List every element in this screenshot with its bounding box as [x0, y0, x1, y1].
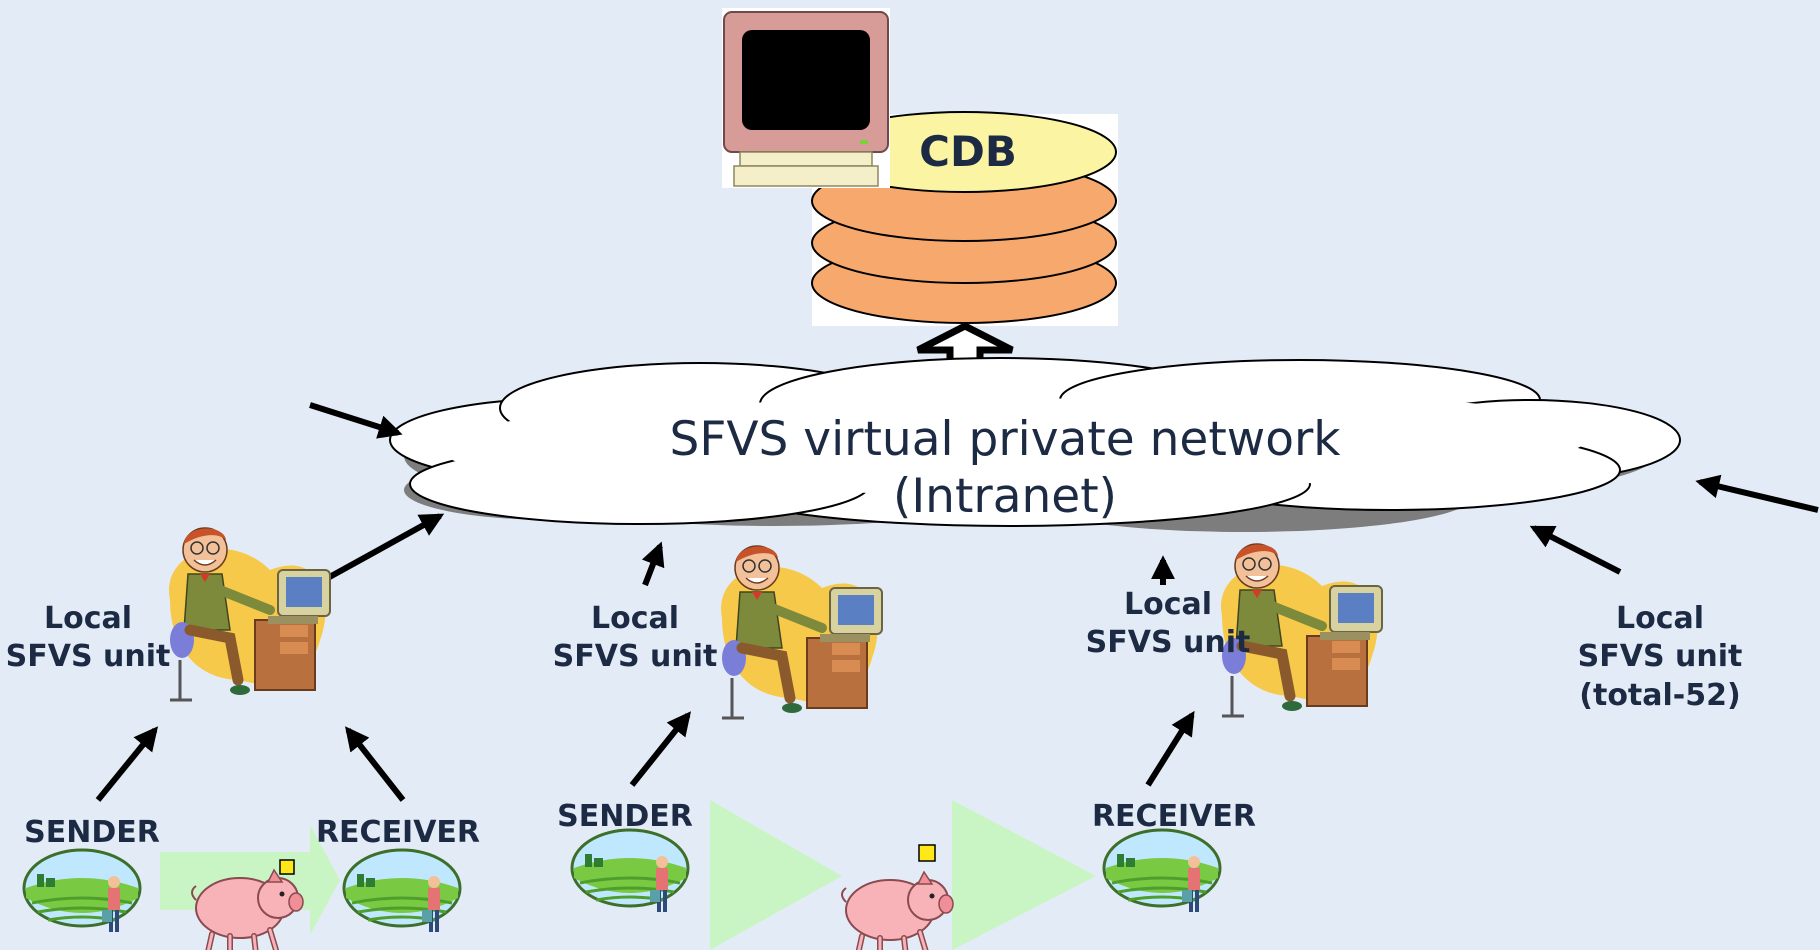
receiver-label: RECEIVER — [1092, 799, 1256, 834]
unit-4-label-line2: SFVS unit — [1578, 639, 1743, 674]
unit-3-label-line2: SFVS unit — [1086, 625, 1251, 660]
unit-1-label-line1: Local — [44, 601, 132, 636]
unit-1-label-line2: SFVS unit — [6, 639, 171, 674]
arrow-icon — [1145, 710, 1195, 787]
animal-movement-1: SENDER RECEIVER — [22, 815, 480, 950]
unit-4-label-line3: (total-52) — [1579, 678, 1740, 713]
farm-icon — [342, 848, 462, 934]
sender-label: SENDER — [557, 799, 693, 834]
farm-icon — [22, 848, 142, 934]
flow-arrow-icon — [710, 800, 842, 950]
network-subtitle: (Intranet) — [893, 469, 1117, 524]
computer-monitor-icon — [722, 8, 890, 188]
connection-arrows — [95, 402, 1819, 802]
flow-arrow-icon — [952, 800, 1096, 950]
receiver-label: RECEIVER — [316, 815, 480, 850]
arrow-icon — [641, 541, 665, 587]
tag-marker — [279, 859, 295, 875]
farm-icon — [570, 828, 690, 914]
tag-marker — [918, 844, 936, 862]
unit-3-label-line1: Local — [1124, 587, 1212, 622]
sender-label: SENDER — [24, 815, 160, 850]
network-title: SFVS virtual private network — [670, 412, 1342, 467]
arrow-icon — [1529, 525, 1622, 575]
farm-icon — [1102, 828, 1222, 914]
arrow-icon — [95, 726, 159, 802]
animal-movement-2: SENDER RECEIVER — [557, 799, 1256, 950]
arrow-icon — [345, 726, 406, 802]
operator-at-computer-icon — [721, 546, 882, 718]
unit-2-label-line2: SFVS unit — [553, 639, 718, 674]
pig-icon — [842, 872, 953, 950]
operator-at-computer-icon — [169, 528, 330, 700]
cdb-label: CDB — [919, 127, 1017, 176]
unit-4-label-line1: Local — [1616, 601, 1704, 636]
arrow-icon — [629, 711, 691, 787]
arrow-icon — [309, 402, 403, 439]
unit-2-label-line1: Local — [591, 601, 679, 636]
arrow-icon — [313, 513, 445, 588]
arrow-icon — [1695, 474, 1819, 513]
cloud-icon — [389, 357, 1681, 532]
